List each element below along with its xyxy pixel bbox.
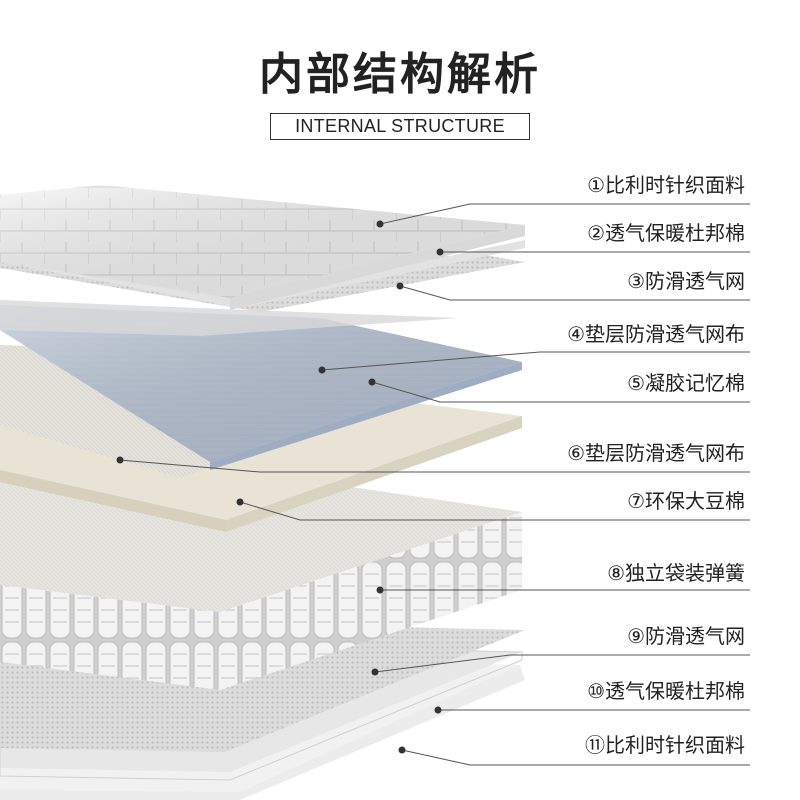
layer-label-8: ⑧独立袋装弹簧 (607, 561, 745, 585)
page-title: 内部结构解析 (259, 49, 541, 100)
leader-dot-10 (434, 706, 442, 714)
leader-dot-4 (318, 366, 326, 374)
leader-line-9 (374, 654, 750, 673)
layer-label-3: ③防滑透气网 (627, 269, 745, 293)
leader-line-4 (321, 351, 750, 371)
leader-dot-2 (436, 248, 444, 256)
layer-label-2: ②透气保暖杜邦棉 (587, 221, 745, 245)
subtitle-badge: INTERNAL STRUCTURE (270, 113, 530, 140)
leader-dot-8 (376, 586, 384, 594)
leader-dot-3 (396, 282, 404, 290)
leader-line-7 (239, 501, 750, 521)
leader-line-1 (379, 203, 750, 225)
layer-label-4: ④垫层防滑透气网布 (567, 322, 745, 346)
layer-label-11: ⑪比利时针织面料 (585, 733, 745, 757)
layer-1-top-knit-fabric (0, 185, 525, 310)
leader-line-3 (399, 285, 750, 301)
leader-dot-11 (398, 746, 406, 754)
leader-line-5 (371, 381, 750, 403)
layer-label-7: ⑦环保大豆棉 (627, 489, 745, 513)
layer-label-5: ⑤凝胶记忆棉 (627, 371, 745, 395)
leader-dots (116, 220, 444, 754)
layer-4-padding-mesh (0, 300, 460, 336)
layer-label-1: ①比利时针织面料 (587, 173, 745, 197)
leader-dot-6 (116, 456, 124, 464)
leader-lines (119, 203, 750, 766)
leader-dot-1 (376, 220, 384, 228)
leader-dot-5 (368, 378, 376, 386)
leader-line-6 (119, 459, 750, 473)
layer-label-9: ⑨防滑透气网 (627, 624, 745, 648)
leader-dot-7 (236, 498, 244, 506)
layer-label-6: ⑥垫层防滑透气网布 (567, 441, 745, 465)
leader-line-11 (401, 749, 750, 766)
layer-5-gel-memory-foam (0, 305, 522, 470)
layer-label-10: ⑩透气保暖杜邦棉 (587, 679, 745, 703)
leader-dot-9 (371, 668, 379, 676)
